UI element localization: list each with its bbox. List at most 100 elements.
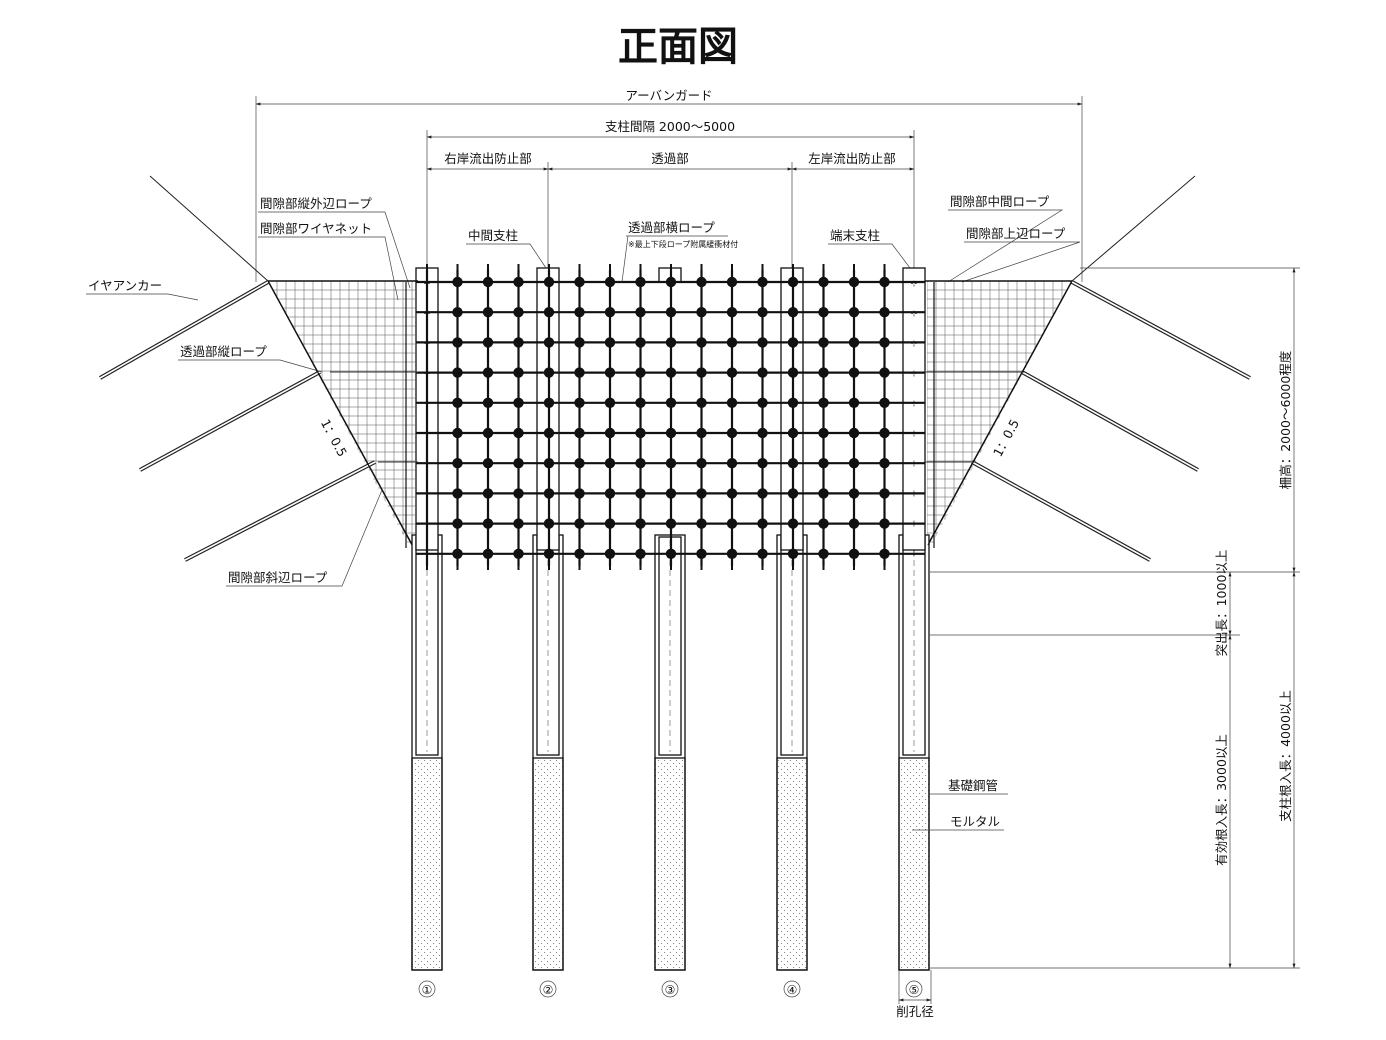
- rope-node: [696, 276, 707, 288]
- pass-horizontal-rope-label: 透過部横ロープ: [628, 220, 715, 235]
- rope-node: [665, 488, 677, 499]
- rope-node: [818, 518, 829, 529]
- rope-node: [818, 276, 829, 288]
- rope-node: [513, 488, 524, 499]
- post-clamp-mark: ⊹: [911, 309, 918, 318]
- rope-node: [726, 367, 738, 378]
- rope-node: [635, 397, 646, 408]
- bore-diameter-label: 削孔径: [896, 1004, 934, 1019]
- rope-node: [635, 518, 646, 529]
- rope-node: [452, 548, 463, 559]
- rope-node: [848, 458, 860, 469]
- rope-node: [879, 427, 890, 439]
- rope-node: [787, 548, 799, 559]
- anchor-rod-core: [1071, 281, 1251, 379]
- mid-post-label: 中間支柱: [468, 228, 518, 243]
- mortar-fill: [654, 757, 686, 971]
- rope-node: [665, 427, 677, 439]
- rope-node: [574, 397, 585, 408]
- rope-node: [665, 337, 677, 348]
- right-bank-section-label: 右岸流出防止部: [444, 151, 532, 166]
- rope-node: [848, 367, 860, 378]
- cushion-note: ※最上下段ロープ附属緩衝材付: [628, 239, 738, 249]
- gap-diagonal-rope-label: 間隙部斜辺ロープ: [228, 570, 328, 585]
- rope-node: [604, 367, 616, 378]
- rope-node: [665, 276, 677, 288]
- rope-node: [787, 427, 799, 439]
- pass-vertical-rope-label: 透過部縦ロープ: [180, 344, 267, 359]
- rope-node: [818, 548, 829, 559]
- rope-node: [543, 337, 555, 348]
- rope-node: [879, 276, 890, 288]
- rope-node: [787, 397, 799, 408]
- rope-node: [513, 548, 524, 559]
- rope-node: [879, 458, 890, 469]
- pass-section-rope-grid: [416, 264, 925, 570]
- mortar-fill: [411, 757, 443, 971]
- post-upper: [902, 267, 926, 551]
- rope-node: [574, 337, 585, 348]
- rope-node: [604, 548, 616, 559]
- rope-node: [482, 548, 494, 559]
- rope-node: [543, 397, 555, 408]
- rope-node: [696, 367, 707, 378]
- anchor-label: イヤアンカー: [88, 278, 162, 293]
- right-dimensions: 柵高：2000～6000程度 突出長：1000以上 有効根入長：3000以上 支…: [930, 267, 1300, 969]
- rope-node: [787, 518, 799, 529]
- gap-outer-rope-label: 間隙部縦外辺ロープ: [260, 196, 372, 211]
- mortar-label: モルタル: [950, 814, 1000, 829]
- rope-node: [604, 518, 616, 529]
- protrusion-label: 突出長：1000以上: [1214, 550, 1229, 657]
- rope-node: [482, 488, 494, 499]
- rope-node: [726, 548, 738, 559]
- rope-node: [635, 337, 646, 348]
- rope-node: [513, 458, 524, 469]
- rope-node: [604, 488, 616, 499]
- rope-node: [513, 518, 524, 529]
- foundation-pipe-label: 基礎鋼管: [948, 778, 998, 793]
- rope-node: [787, 307, 799, 318]
- rope-node: [604, 397, 616, 408]
- rope-node: [848, 488, 860, 499]
- rope-node: [482, 367, 494, 378]
- rope-node: [757, 488, 768, 499]
- rope-node: [604, 427, 616, 439]
- rope-node: [452, 427, 463, 439]
- rope-node: [879, 518, 890, 529]
- rope-node: [604, 276, 616, 288]
- rope-node: [574, 276, 585, 288]
- post-number-2: ②: [543, 983, 554, 997]
- rope-node: [879, 307, 890, 318]
- top-dimensions: アーバンガード 支柱間隔 2000～5000 右岸流出防止部 透過部 左岸流出防…: [255, 88, 1083, 282]
- rope-node: [757, 397, 768, 408]
- gap-wire-net-label: 間隙部ワイヤネット: [260, 221, 372, 236]
- rope-node: [482, 518, 494, 529]
- rope-node: [543, 427, 555, 439]
- rope-node: [543, 548, 555, 559]
- rope-node: [452, 488, 463, 499]
- rope-node: [543, 488, 555, 499]
- rope-node: [482, 397, 494, 408]
- gap-top-rope-label: 間隙部上辺ロープ: [966, 226, 1066, 241]
- pass-section-label: 透過部: [651, 151, 689, 166]
- anchors: [99, 280, 1251, 562]
- rope-node: [757, 307, 768, 318]
- end-post-label: 端末支柱: [830, 228, 880, 243]
- rope-node: [574, 427, 585, 439]
- rope-node: [452, 276, 463, 288]
- overall-dimension-label: アーバンガード: [625, 88, 712, 103]
- rope-node: [726, 397, 738, 408]
- rope-node: [452, 337, 463, 348]
- rope-node: [696, 397, 707, 408]
- anchor-rod-core: [1021, 371, 1199, 471]
- anchor-rod-core: [184, 461, 376, 561]
- rope-node: [543, 276, 555, 288]
- rope-node: [848, 337, 860, 348]
- rope-node: [787, 458, 799, 469]
- gap-diagonal-rope: [267, 280, 413, 546]
- gap-ropes: [267, 280, 1073, 548]
- post-number-1: ①: [422, 983, 433, 997]
- post-number-5: ⑤: [909, 983, 920, 997]
- effective-embed-label: 有効根入長：3000以上: [1214, 734, 1229, 866]
- rope-node: [665, 367, 677, 378]
